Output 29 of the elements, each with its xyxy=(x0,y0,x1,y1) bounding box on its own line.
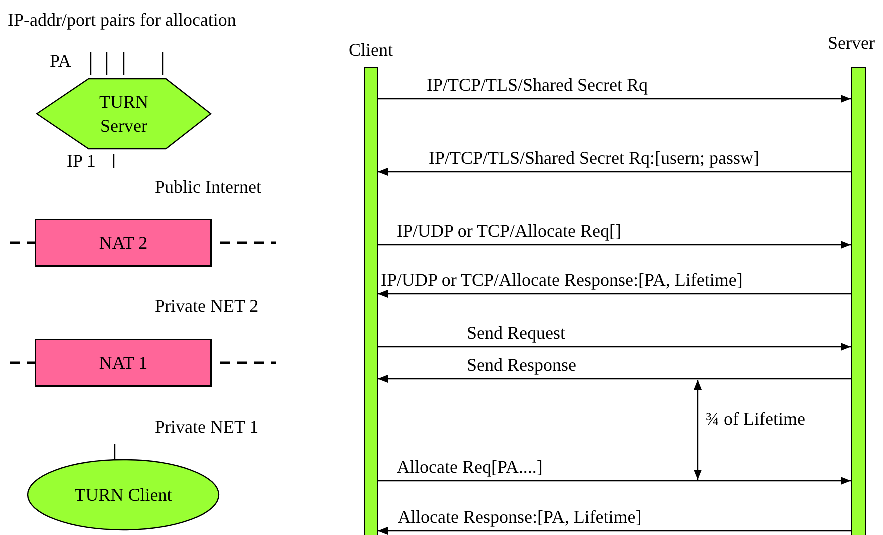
edge-label: Send Response xyxy=(467,355,576,375)
edge-label: Allocate Req[PA....] xyxy=(397,457,543,477)
text-label: Public Internet xyxy=(155,177,262,197)
text-label: Private NET 2 xyxy=(155,296,259,316)
node-label: NAT 2 xyxy=(99,232,148,255)
lifeline-heading: Client xyxy=(349,40,393,60)
node-label: NAT 1 xyxy=(99,352,148,375)
dimension-label: ¾ of Lifetime xyxy=(706,409,806,429)
edge-label: Send Request xyxy=(467,323,566,343)
message-arrow xyxy=(378,168,851,176)
message-arrow xyxy=(378,95,851,103)
text-label: IP-addr/port pairs for allocation xyxy=(8,10,236,30)
edge-label: Allocate Response:[PA, Lifetime] xyxy=(398,507,642,527)
message-arrow xyxy=(378,375,851,383)
text-label: Private NET 1 xyxy=(155,417,259,437)
edge-label: IP/TCP/TLS/Shared Secret Rq:[usern; passw] xyxy=(429,148,760,168)
node-label: TURN Client xyxy=(74,484,172,507)
lifeline-heading: Server xyxy=(828,33,875,53)
message-arrow xyxy=(378,527,851,535)
message-arrow xyxy=(378,241,851,249)
edge-label: IP/TCP/TLS/Shared Secret Rq xyxy=(427,75,648,95)
message-arrow xyxy=(378,343,851,351)
message-arrow xyxy=(378,290,851,298)
text-label: PA xyxy=(50,51,72,71)
edge-label: IP/UDP or TCP/Allocate Response:[PA, Lifetime] xyxy=(381,270,743,290)
text-label: IP 1 xyxy=(67,151,96,171)
edge-label: IP/UDP or TCP/Allocate Req[] xyxy=(397,221,622,241)
node-label: TURN Server xyxy=(98,91,150,138)
message-arrow xyxy=(378,477,851,485)
